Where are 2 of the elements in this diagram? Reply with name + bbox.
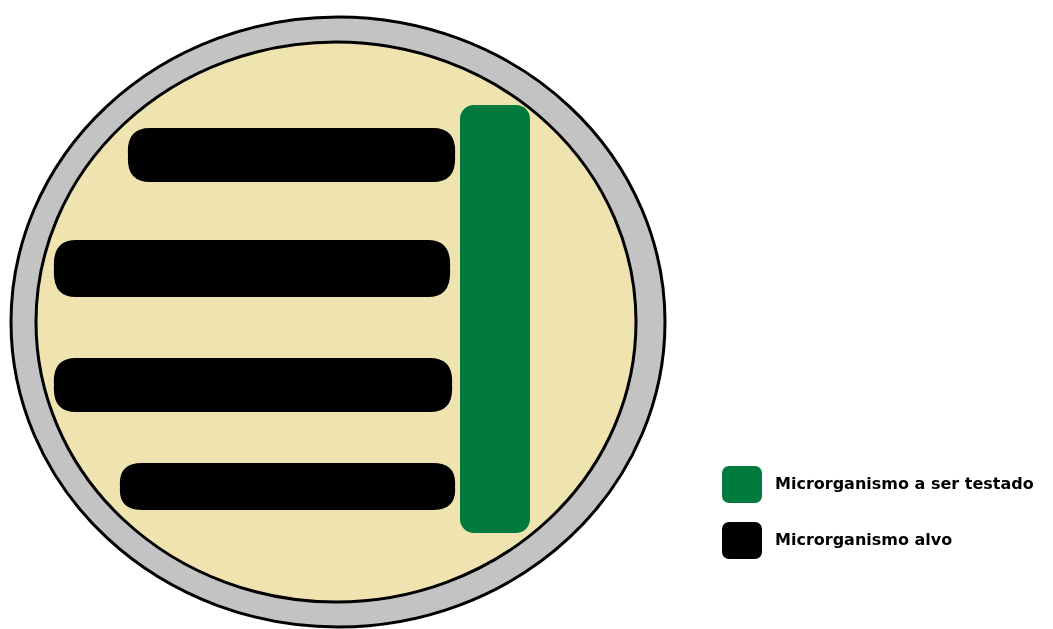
legend-label: Microrganismo a ser testado — [775, 474, 1034, 494]
legend-label: Microrganismo alvo — [775, 530, 953, 550]
